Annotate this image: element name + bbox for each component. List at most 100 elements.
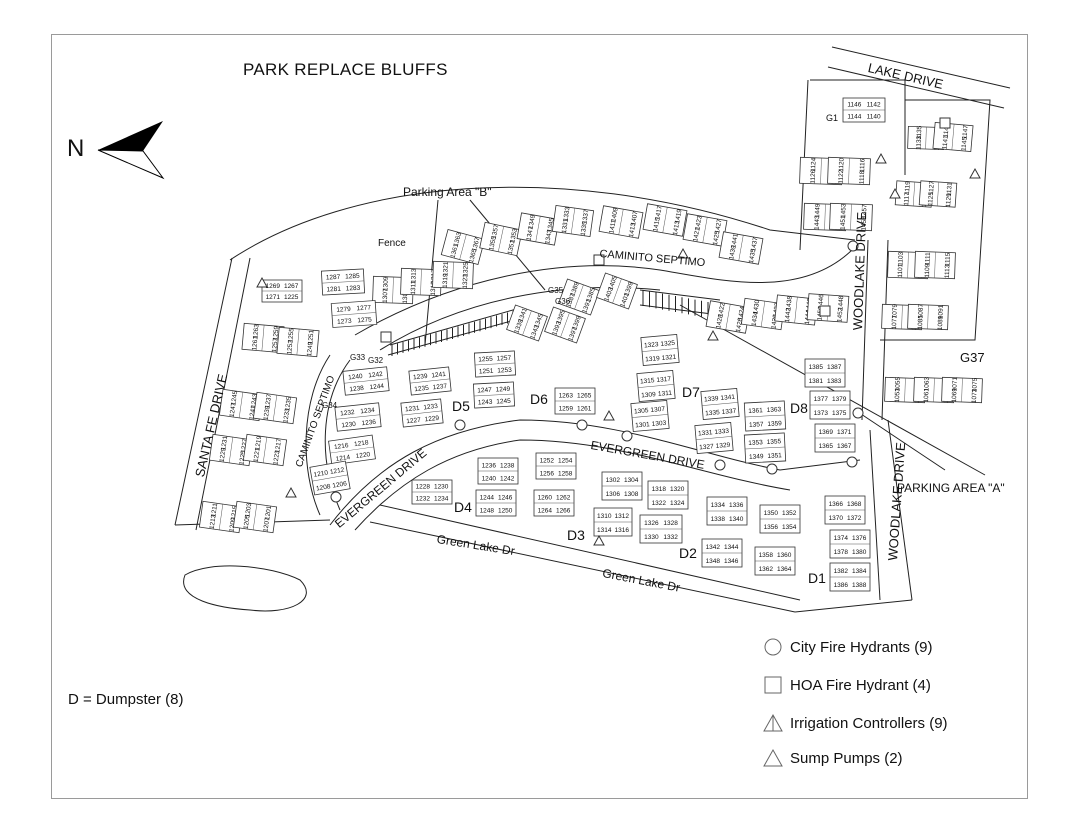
unit-number: 1225 <box>238 450 247 466</box>
unit-number: 1212 <box>329 466 345 475</box>
unit-number: 1147 <box>962 124 970 139</box>
unit-number: 1228 <box>416 484 431 491</box>
unit-number: 1079 <box>891 304 899 319</box>
unit-number: 1358 <box>759 552 774 559</box>
unit-number: 1257 <box>497 355 512 363</box>
unit-number: 1363 <box>766 406 781 414</box>
unit-number: 1261 <box>577 405 592 412</box>
dumpster-d4: D4 <box>454 499 472 515</box>
unit-number: 1387 <box>827 364 842 371</box>
unit-number: 1210 <box>313 469 329 478</box>
unit-number: 1331 <box>561 218 570 234</box>
circle-icon <box>764 638 782 656</box>
unit-number: 1419 <box>674 208 683 224</box>
building-divider <box>760 301 766 327</box>
unit-number: 1142 <box>867 102 881 109</box>
unit-number: 1266 <box>556 507 571 514</box>
unit-number: 1312 <box>615 513 630 520</box>
building-divider <box>951 124 955 150</box>
unit-number: 1374 <box>834 535 849 542</box>
unit-number: 1283 <box>346 285 361 293</box>
unit-number: 1233 <box>282 408 291 424</box>
building-divider <box>574 284 584 310</box>
building-divider <box>850 203 852 231</box>
unit-number: 1328 <box>663 520 678 527</box>
unit-number: 1249 <box>306 341 314 356</box>
unit-number: 1399 <box>571 315 583 331</box>
unit-number: 1365 <box>819 443 834 450</box>
legend-sump-pump: Sump Pumps (2) <box>762 746 903 770</box>
building-divider <box>824 203 826 231</box>
unit-number: 1413 <box>672 220 681 236</box>
legend-label: City Fire Hydrants (9) <box>790 638 933 656</box>
building-divider <box>474 393 514 397</box>
unit-number: 1246 <box>498 494 513 501</box>
unit-number: 1384 <box>852 568 867 575</box>
unit-number: 1369 <box>819 429 834 436</box>
unit-number: 1307 <box>650 406 665 414</box>
irrigation-markers <box>256 152 981 546</box>
unit-number: 1101 <box>897 263 904 278</box>
unit-number: 1405 <box>607 275 619 291</box>
unit-number: 1435 <box>748 248 757 264</box>
building-divider <box>410 378 450 384</box>
unit-number: 1141 <box>942 135 950 150</box>
unit-number: 1348 <box>706 558 721 565</box>
unit-number: 1203 <box>244 502 253 518</box>
unit-number: 1271 <box>266 294 281 301</box>
unit-number: 1334 <box>711 502 726 509</box>
dumpster-legend: D = Dumpster (8) <box>68 691 184 708</box>
caminito-edge <box>305 354 331 516</box>
unit-number: 1303 <box>402 289 410 304</box>
evergreen-edge <box>329 419 861 526</box>
unit-number: 1451 <box>840 215 848 230</box>
building-divider <box>725 304 731 330</box>
building-divider <box>420 268 422 296</box>
fence-label: Fence <box>378 238 406 249</box>
unit-number: 1316 <box>615 527 630 534</box>
unit-number: 1285 <box>345 273 360 281</box>
unit-number: 1207 <box>262 517 271 533</box>
unit-number: 1201 <box>264 505 273 521</box>
unit-number: 1335 <box>580 221 589 237</box>
building-divider <box>296 329 300 355</box>
unit-number: 1449 <box>814 203 822 218</box>
unit-number: 1452 <box>836 307 844 322</box>
building-divider <box>961 377 963 403</box>
unit-number: 1417 <box>654 205 663 221</box>
unit-number: 1214 <box>335 454 351 463</box>
unit-number: 1349 <box>749 453 764 461</box>
unit-number: 1345 <box>546 217 555 233</box>
unit-number: 1376 <box>852 535 867 542</box>
unit-number: 1237 <box>432 383 447 392</box>
unit-number: 1234 <box>360 407 375 416</box>
unit-number: 1360 <box>777 552 792 559</box>
unit-number: 1255 <box>287 328 295 343</box>
building-divider <box>745 414 785 418</box>
unit-number: 1103 <box>897 251 904 266</box>
unit-number: 1303 <box>651 420 666 428</box>
woodlake-edge <box>861 239 869 421</box>
unit-number: 1232 <box>340 409 355 418</box>
unit-number: 1091 <box>937 304 945 319</box>
unit-number: 1227 <box>240 438 249 454</box>
building-divider <box>702 217 708 243</box>
unit-blocks: 1146114211441140113311351137113911411143… <box>198 97 983 592</box>
legend-label: Irrigation Controllers (9) <box>790 714 948 732</box>
building-divider <box>907 251 909 279</box>
unit-number: 1339 <box>513 318 525 334</box>
unit-number: 1427 <box>714 218 723 234</box>
building-divider <box>392 276 394 304</box>
unit-number: 1118 <box>859 170 866 184</box>
